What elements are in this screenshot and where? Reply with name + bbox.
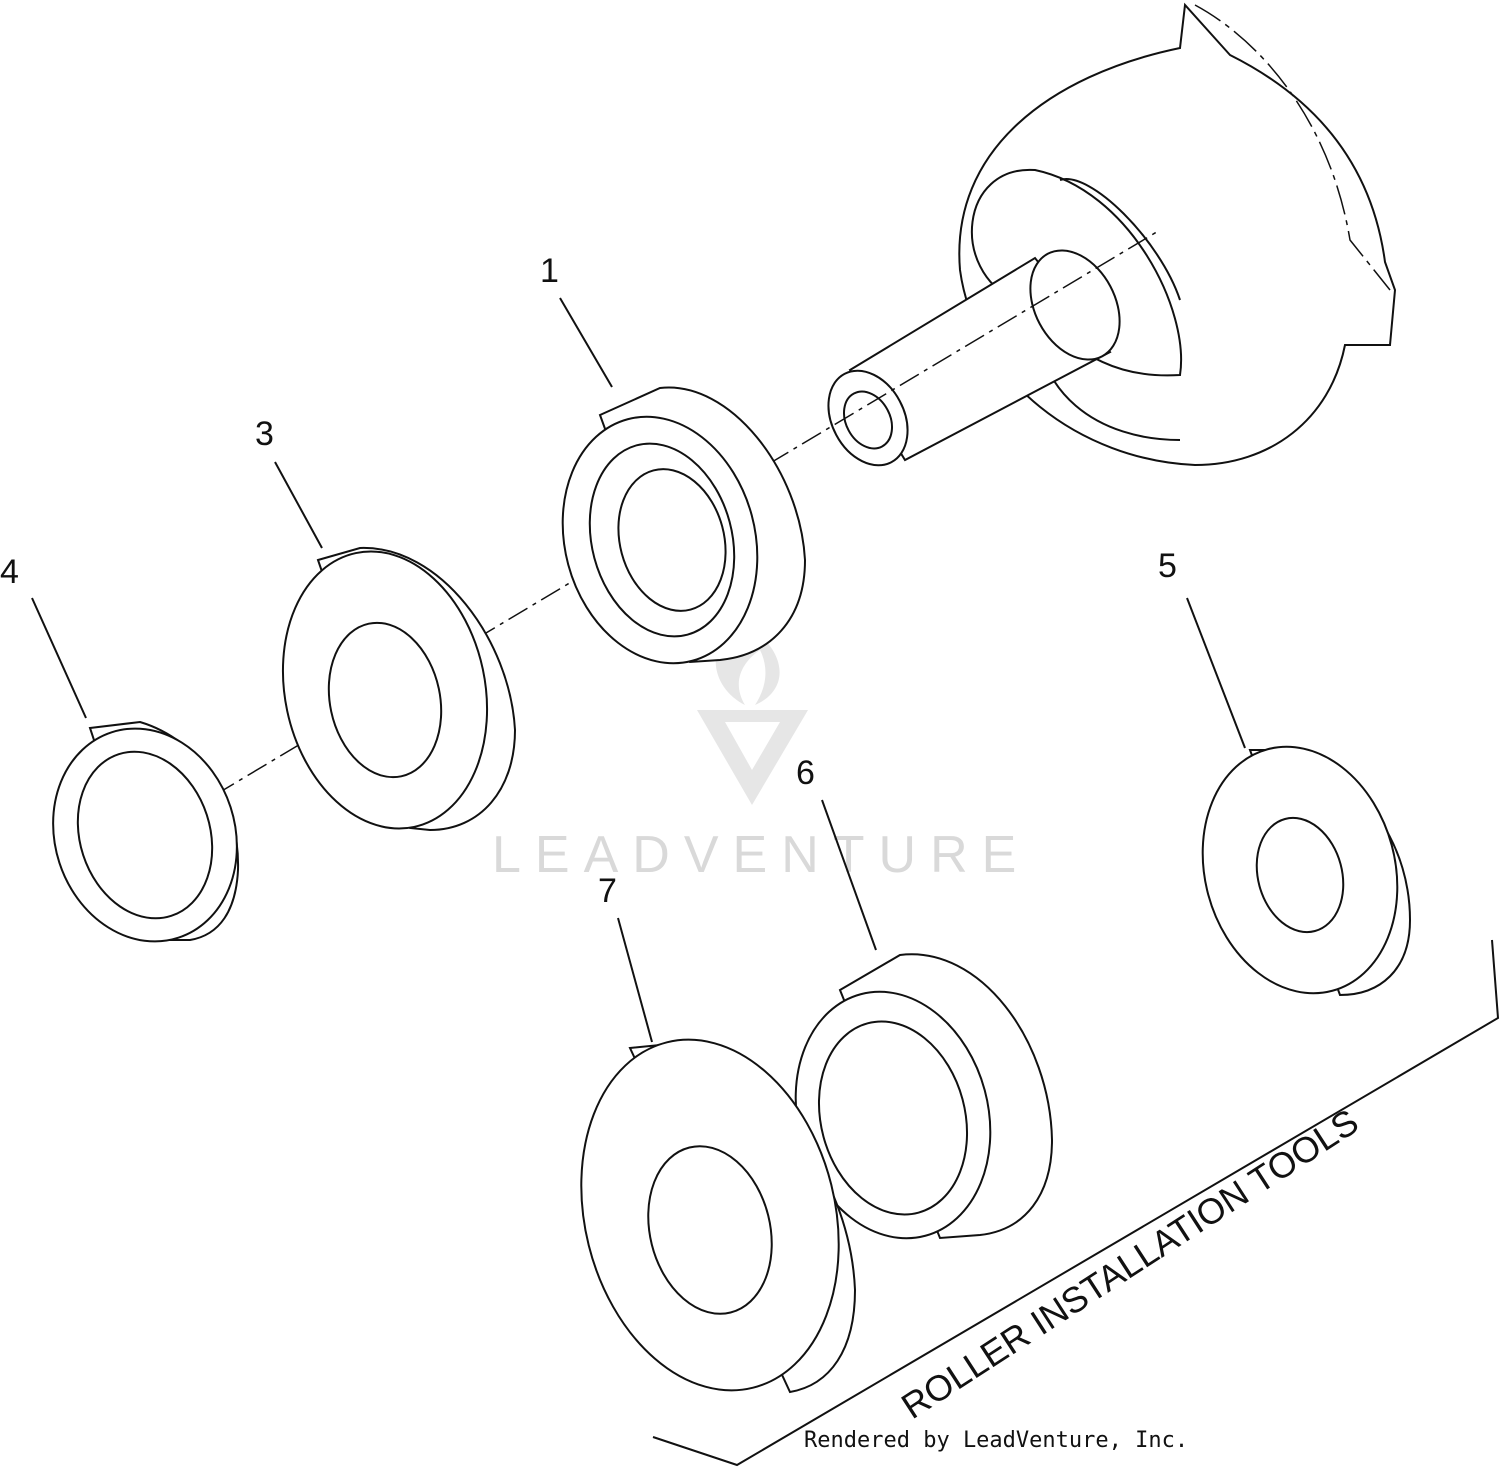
roller-shaft bbox=[848, 249, 1121, 462]
callout-5: 5 bbox=[1158, 547, 1177, 585]
leader-line-1 bbox=[559, 297, 613, 388]
leader-line-6 bbox=[821, 799, 877, 951]
callout-3: 3 bbox=[255, 415, 274, 453]
callout-1: 1 bbox=[540, 252, 559, 290]
part-4-ring bbox=[52, 720, 240, 943]
render-credit-footer: Rendered by LeadVenture, Inc. bbox=[804, 1428, 1189, 1453]
leader-line-7 bbox=[617, 917, 653, 1043]
callout-4: 4 bbox=[0, 553, 19, 591]
leader-line-5 bbox=[1186, 597, 1246, 749]
callout-7: 7 bbox=[598, 872, 617, 910]
callout-6: 6 bbox=[796, 754, 815, 792]
part-3-seal bbox=[281, 546, 517, 832]
leader-line-3 bbox=[274, 461, 323, 549]
leader-line-4 bbox=[31, 597, 87, 719]
part-1-bearing bbox=[561, 386, 807, 665]
part-7-tool-disc bbox=[580, 1038, 857, 1394]
part-5-tool-washer bbox=[1201, 745, 1412, 997]
tools-group-bracket bbox=[652, 939, 1500, 1467]
shaft-end-bushing bbox=[827, 369, 909, 467]
watermark-text: LEADVENTURE bbox=[492, 826, 1030, 884]
